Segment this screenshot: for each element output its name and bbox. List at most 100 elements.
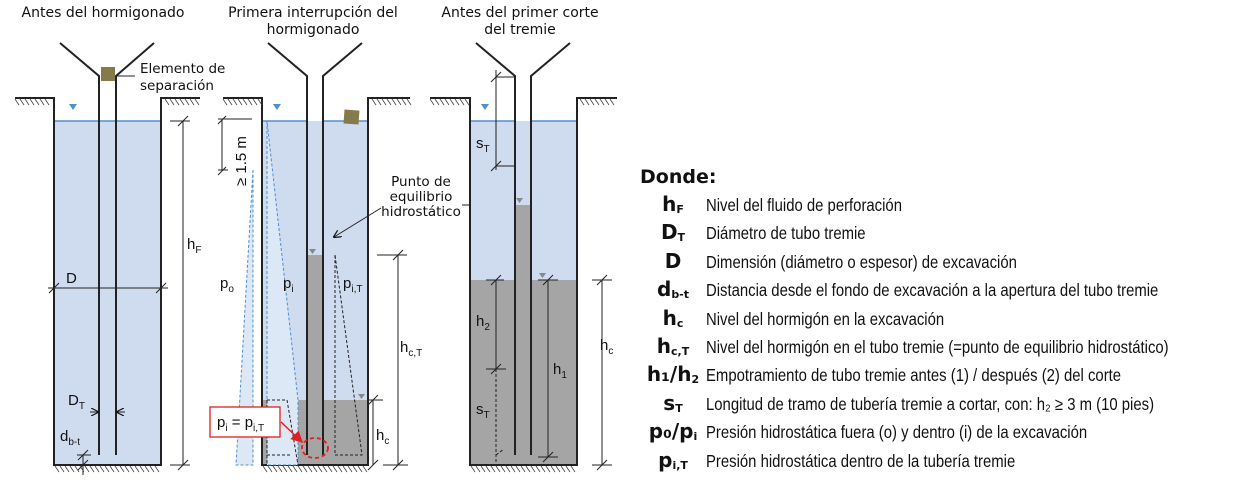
hatch-line bbox=[44, 98, 50, 106]
concrete-level-icon bbox=[516, 198, 523, 203]
hatch-line bbox=[459, 98, 465, 106]
separation-element bbox=[101, 67, 115, 81]
hatch-line bbox=[267, 465, 273, 473]
equilibrium-label-2: equilibrio bbox=[390, 189, 453, 205]
hatch-line bbox=[14, 98, 20, 106]
hatch-line bbox=[194, 98, 200, 106]
panel-before-first-cut: sT h2 sT h1 hc bbox=[430, 42, 617, 471]
hatch-line bbox=[69, 465, 75, 473]
legend-description: Distancia desde el fondo de excavación a… bbox=[706, 280, 1159, 301]
hatch-line bbox=[327, 465, 333, 473]
hatch-line bbox=[439, 98, 445, 106]
panel-1-title: Antes del hormigonado bbox=[22, 5, 185, 21]
sT-top-label: sT bbox=[476, 135, 490, 155]
DT-label: DT bbox=[68, 392, 85, 412]
hatch-line bbox=[545, 465, 551, 473]
hatch-line bbox=[174, 98, 180, 106]
hatch-line bbox=[84, 465, 90, 473]
hatch-line bbox=[604, 98, 610, 106]
legend-symbol: DT bbox=[660, 220, 686, 245]
hatch-line bbox=[242, 98, 248, 106]
panel-3-title-line-2: del tremie bbox=[484, 22, 556, 38]
hatch-line bbox=[129, 465, 135, 473]
separation-label-1: Elemento de bbox=[140, 61, 225, 77]
panel-3-title-line-1: Antes del primer corte bbox=[441, 5, 598, 21]
hatch-line bbox=[19, 98, 25, 106]
hatch-line bbox=[535, 465, 541, 473]
hatch-line bbox=[307, 465, 313, 473]
legend-symbol: hc,T bbox=[656, 333, 690, 358]
concrete-level-icon bbox=[539, 273, 546, 278]
hatch-line bbox=[109, 465, 115, 473]
hatch-line bbox=[262, 465, 268, 473]
hatch-line bbox=[376, 98, 382, 106]
hatch-line bbox=[292, 465, 298, 473]
legend-description: Longitud de tramo de tubería tremie a co… bbox=[706, 393, 1155, 414]
hatch-line bbox=[119, 465, 125, 473]
hatch-line bbox=[59, 465, 65, 473]
sT-bottom-label: sT bbox=[476, 401, 490, 421]
legend-description: Presión hidrostática dentro de la tuberí… bbox=[706, 450, 1016, 471]
hatch-line bbox=[282, 465, 288, 473]
hatch-line bbox=[332, 465, 338, 473]
hatch-line bbox=[570, 465, 576, 473]
hatch-line bbox=[406, 98, 412, 106]
hatch-line bbox=[99, 465, 105, 473]
panel-2-title-line-1: Primera interrupción del bbox=[228, 5, 398, 21]
hatch-line bbox=[179, 98, 185, 106]
hc-label: hc bbox=[600, 337, 613, 357]
equilibrium-label-3: hidrostático bbox=[381, 204, 461, 220]
hatch-line bbox=[584, 98, 590, 106]
hatch-line bbox=[169, 98, 175, 106]
legend-symbol: D bbox=[664, 248, 682, 273]
hatch-line bbox=[599, 98, 605, 106]
legend-symbol: hF bbox=[662, 192, 684, 216]
water-level-icon bbox=[69, 104, 77, 110]
hatch-line bbox=[149, 465, 155, 473]
hatch-line bbox=[247, 98, 253, 106]
legend-description: Nivel del hormigón en el tubo tremie (=p… bbox=[706, 336, 1169, 357]
hatch-line bbox=[114, 465, 120, 473]
excavation-walls bbox=[430, 97, 617, 466]
hatch-line bbox=[104, 465, 110, 473]
hatch-line bbox=[429, 98, 435, 106]
hatch-line bbox=[565, 465, 571, 473]
legend-symbol: h₁/h2 bbox=[646, 362, 700, 387]
legend-row: D Dimensión (diámetro o espesor) de excav… bbox=[640, 249, 1247, 277]
po-label: po bbox=[220, 275, 234, 295]
hatch-line bbox=[510, 465, 516, 473]
hatch-line bbox=[89, 465, 95, 473]
hc-label: hc bbox=[376, 427, 389, 447]
legend-row: hc,T Nivel del hormigón en el tubo tremie… bbox=[640, 334, 1247, 362]
legend-symbol: pi,T bbox=[658, 447, 688, 472]
hatch-line bbox=[29, 98, 35, 106]
hatch-line bbox=[79, 465, 85, 473]
hatch-line bbox=[495, 465, 501, 473]
panel-2-title-line-2: hormigonado bbox=[267, 22, 360, 38]
hatch-line bbox=[74, 465, 80, 473]
legend-description: Nivel del hormigón en la excavación bbox=[706, 308, 945, 329]
hatch-line bbox=[505, 465, 511, 473]
separation-element bbox=[343, 109, 360, 125]
concrete-in-tremie bbox=[307, 255, 323, 465]
hatch-line bbox=[530, 465, 536, 473]
hatch-line bbox=[470, 465, 476, 473]
legend-description: Dimensión (diámetro o espesor) de excava… bbox=[706, 251, 1017, 272]
ground-hatching bbox=[14, 98, 615, 473]
excavation-walls bbox=[15, 97, 200, 466]
hatch-line bbox=[272, 465, 278, 473]
hatch-line bbox=[189, 98, 195, 106]
water-level-icon bbox=[273, 104, 281, 110]
h2-label: h2 bbox=[476, 313, 490, 333]
hatch-line bbox=[579, 98, 585, 106]
hatch-line bbox=[454, 98, 460, 106]
pressure-equal-label: pi = pi,T bbox=[217, 414, 264, 434]
hatch-line bbox=[312, 465, 318, 473]
drilling-fluid bbox=[54, 121, 161, 465]
